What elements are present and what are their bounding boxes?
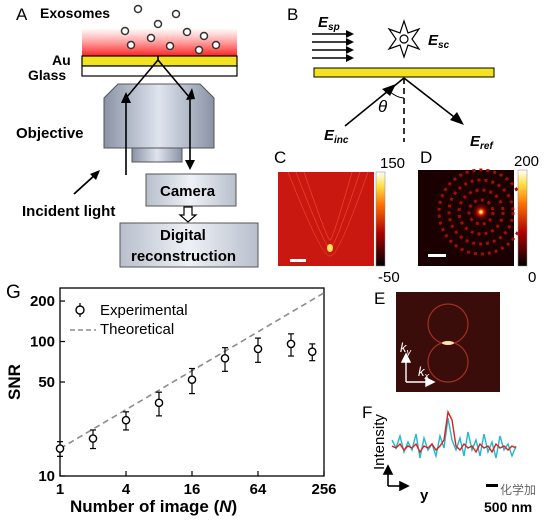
g-ylabel: SNR [5,364,24,400]
camera-label: Camera [160,183,216,200]
y-tick-label: 50 [38,374,55,391]
x-tick-label: 256 [311,481,336,498]
y-tick-label: 10 [38,468,55,485]
experimental-point [220,354,230,363]
x-tick-label: 4 [122,481,131,498]
panel-label-d: D [420,148,432,167]
f-red-trace [391,409,517,454]
experimental-point [307,347,317,356]
e-inc-label: Einc [324,127,349,146]
panel-b: B Esp Esc θ Einc Eref [287,5,495,152]
glass-slide [81,65,238,77]
e-ref-label: Eref [470,133,494,152]
panel-f: F Intensity y 500 nm 化学加 [362,403,536,515]
legend-experimental: Experimental [100,302,188,319]
experimental-point [286,339,296,349]
data-flow-arrow [178,206,198,223]
y-tick-label: 200 [30,293,55,310]
au-label: Au [52,52,71,68]
objective-label: Objective [16,125,84,142]
f-xlabel: y [420,487,429,504]
reflected-ray-head [450,112,464,125]
d-scale-bar [428,254,446,257]
legend-theoretical: Theoretical [100,321,174,338]
x-tick-label: 64 [250,481,267,498]
beam-arrowhead [185,160,195,170]
scattered-field-icon [387,19,421,59]
c-image [278,172,374,266]
d-center-spot [471,202,491,222]
objective-base [131,147,183,163]
sp-wave-arrows [312,33,350,59]
reflected-ray [403,77,459,121]
f-cyan-trace [391,417,517,459]
glass-label: Glass [28,67,66,83]
panel-label-g: G [6,282,21,303]
beam-arrowhead-2 [186,88,195,100]
reconstruction-box [119,222,259,268]
d-cbar-max: 200 [514,153,539,170]
panel-label-b: B [287,5,298,24]
f-ylabel: Intensity [371,414,388,470]
panel-d: D 200 0 [418,148,539,286]
beam-arrowhead-3 [121,92,131,103]
panel-label-a: A [16,5,28,24]
incident-light-pointer [73,173,97,195]
x-tick-label: 1 [56,481,64,498]
d-colorbar [517,169,528,267]
experimental-point [55,444,65,453]
panel-label-c: C [274,148,286,167]
panel-label-e: E [374,289,385,308]
watermark-text: 化学加 [500,482,536,497]
f-scale-bar [486,484,498,487]
incident-light-label: Incident light [22,203,115,220]
b-gold-film [313,67,495,78]
incident-pointer-head [90,170,100,180]
panel-e: E ky kx [374,289,500,392]
incident-ray-head [382,84,396,96]
c-scale-bar [290,259,306,262]
exosomes-label: Exosomes [40,5,110,21]
theta-label: θ [378,97,388,116]
c-hotspot [327,244,333,252]
experimental-point [154,398,164,408]
sp-arrowheads [346,30,354,62]
objective-body [103,83,215,149]
f-axes [382,464,410,492]
c-cbar-max: 150 [380,155,405,172]
y-tick-label: 100 [30,334,55,351]
c-cbar-min: -50 [378,269,400,286]
c-colorbar [375,171,386,267]
e-ky-label: ky [400,340,412,357]
g-axis-ticks: 1 4 16 64 256 10 50 100 200 [30,293,337,498]
camera-box [145,173,237,207]
panel-g: G 1 4 16 64 256 10 50 100 200 Experimental Theor… [5,282,337,516]
panel-c: C 150 -50 [274,148,405,286]
e-sc-label: Esc [428,32,450,51]
panel-label-f: F [362,403,372,422]
exosome-particles [120,4,221,55]
x-tick-label: 16 [184,481,201,498]
experimental-point [187,375,197,385]
panel-a: A Exosomes Au Glass Objective Camera [16,4,259,268]
g-legend: Experimental Theoretical [70,302,188,338]
e-kx-label: kx [418,364,430,381]
angle-arc [389,91,405,99]
digital-label: Digital [160,227,206,244]
evanescent-glow [82,28,237,56]
d-cbar-min: 0 [528,269,536,286]
f-scale-label: 500 nm [484,499,532,515]
g-data-marks [55,292,325,457]
experimental-point [121,415,131,425]
g-xlabel: Number of image (N) [70,497,237,516]
e-bright-cross [442,341,454,345]
legend-marker-experimental [75,305,85,315]
optical-path [125,56,191,175]
reconstruction-label: reconstruction [131,248,236,265]
experimental-point [88,434,98,443]
experimental-point [253,344,263,354]
e-sp-label: Esp [318,14,340,33]
e-k-axes [400,352,436,388]
